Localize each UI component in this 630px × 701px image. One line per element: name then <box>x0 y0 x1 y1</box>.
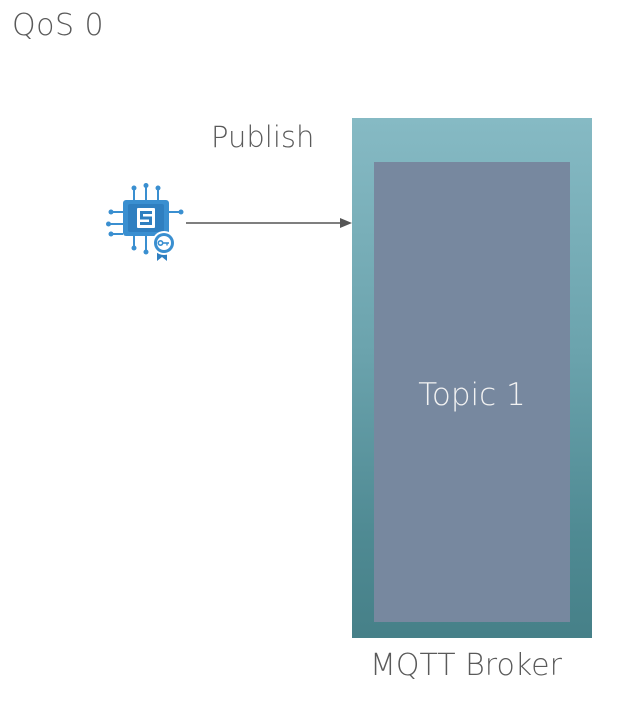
publish-label: Publish <box>211 120 315 154</box>
certificate-badge-icon <box>152 231 176 261</box>
topic-label: Topic 1 <box>418 377 526 413</box>
page-title: QoS 0 <box>12 8 105 43</box>
iot-device-icon <box>106 183 184 261</box>
broker-label: MQTT Broker <box>370 648 562 683</box>
arrow-right-icon <box>186 218 352 228</box>
mqtt-broker: Topic 1 <box>352 118 592 638</box>
topic-box: Topic 1 <box>374 162 570 622</box>
